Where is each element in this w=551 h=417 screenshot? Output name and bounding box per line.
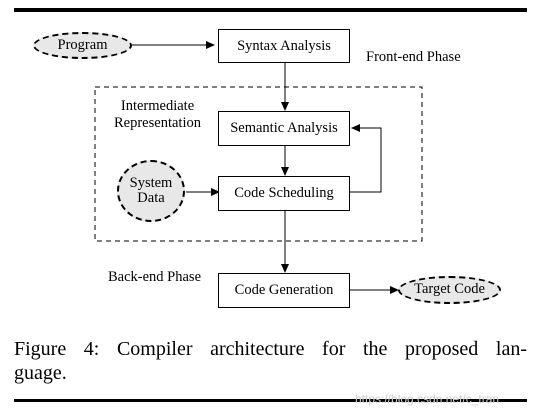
system-data-line2: Data xyxy=(137,190,165,206)
intermediate-representation-region xyxy=(94,86,423,242)
intermediate-label-line1: Intermediate xyxy=(120,98,195,114)
system-data-node: System Data xyxy=(117,160,185,222)
intermediate-label-line2: Representation xyxy=(114,115,201,131)
program-node: Program xyxy=(33,32,132,59)
syntax-analysis-box: Syntax Analysis xyxy=(218,29,350,63)
system-data-line1: System xyxy=(129,174,173,191)
top-rule xyxy=(14,8,527,12)
code-scheduling-box: Code Scheduling xyxy=(218,176,350,211)
code-scheduling-label: Code Scheduling xyxy=(234,185,334,201)
code-generation-box: Code Generation xyxy=(218,273,350,308)
edge-scheduling-feedback xyxy=(350,124,382,193)
code-generation-label: Code Generation xyxy=(234,282,334,298)
back-end-phase-label: Back-end Phase xyxy=(108,269,202,285)
figure-caption: Figure 4: Compiler architecture for the … xyxy=(14,337,527,385)
target-code-node: Target Code xyxy=(398,276,501,304)
intermediate-representation-label: Intermediate Representation xyxy=(114,98,201,132)
compiler-architecture-diagram xyxy=(94,41,423,294)
syntax-analysis-label: Syntax Analysis xyxy=(237,37,331,54)
target-code-label: Target Code xyxy=(414,281,485,298)
bottom-rule xyxy=(14,399,527,402)
watermark: https://blog.csdn.net/c_tran xyxy=(355,392,500,406)
caption-line1: Figure 4: Compiler architecture for the … xyxy=(14,338,527,360)
front-end-phase-label: Front-end Phase xyxy=(366,49,461,65)
program-label: Program xyxy=(57,36,108,53)
semantic-analysis-box: Semantic Analysis xyxy=(218,111,350,146)
semantic-analysis-label: Semantic Analysis xyxy=(230,120,338,136)
caption-line2: guage. xyxy=(14,362,67,384)
